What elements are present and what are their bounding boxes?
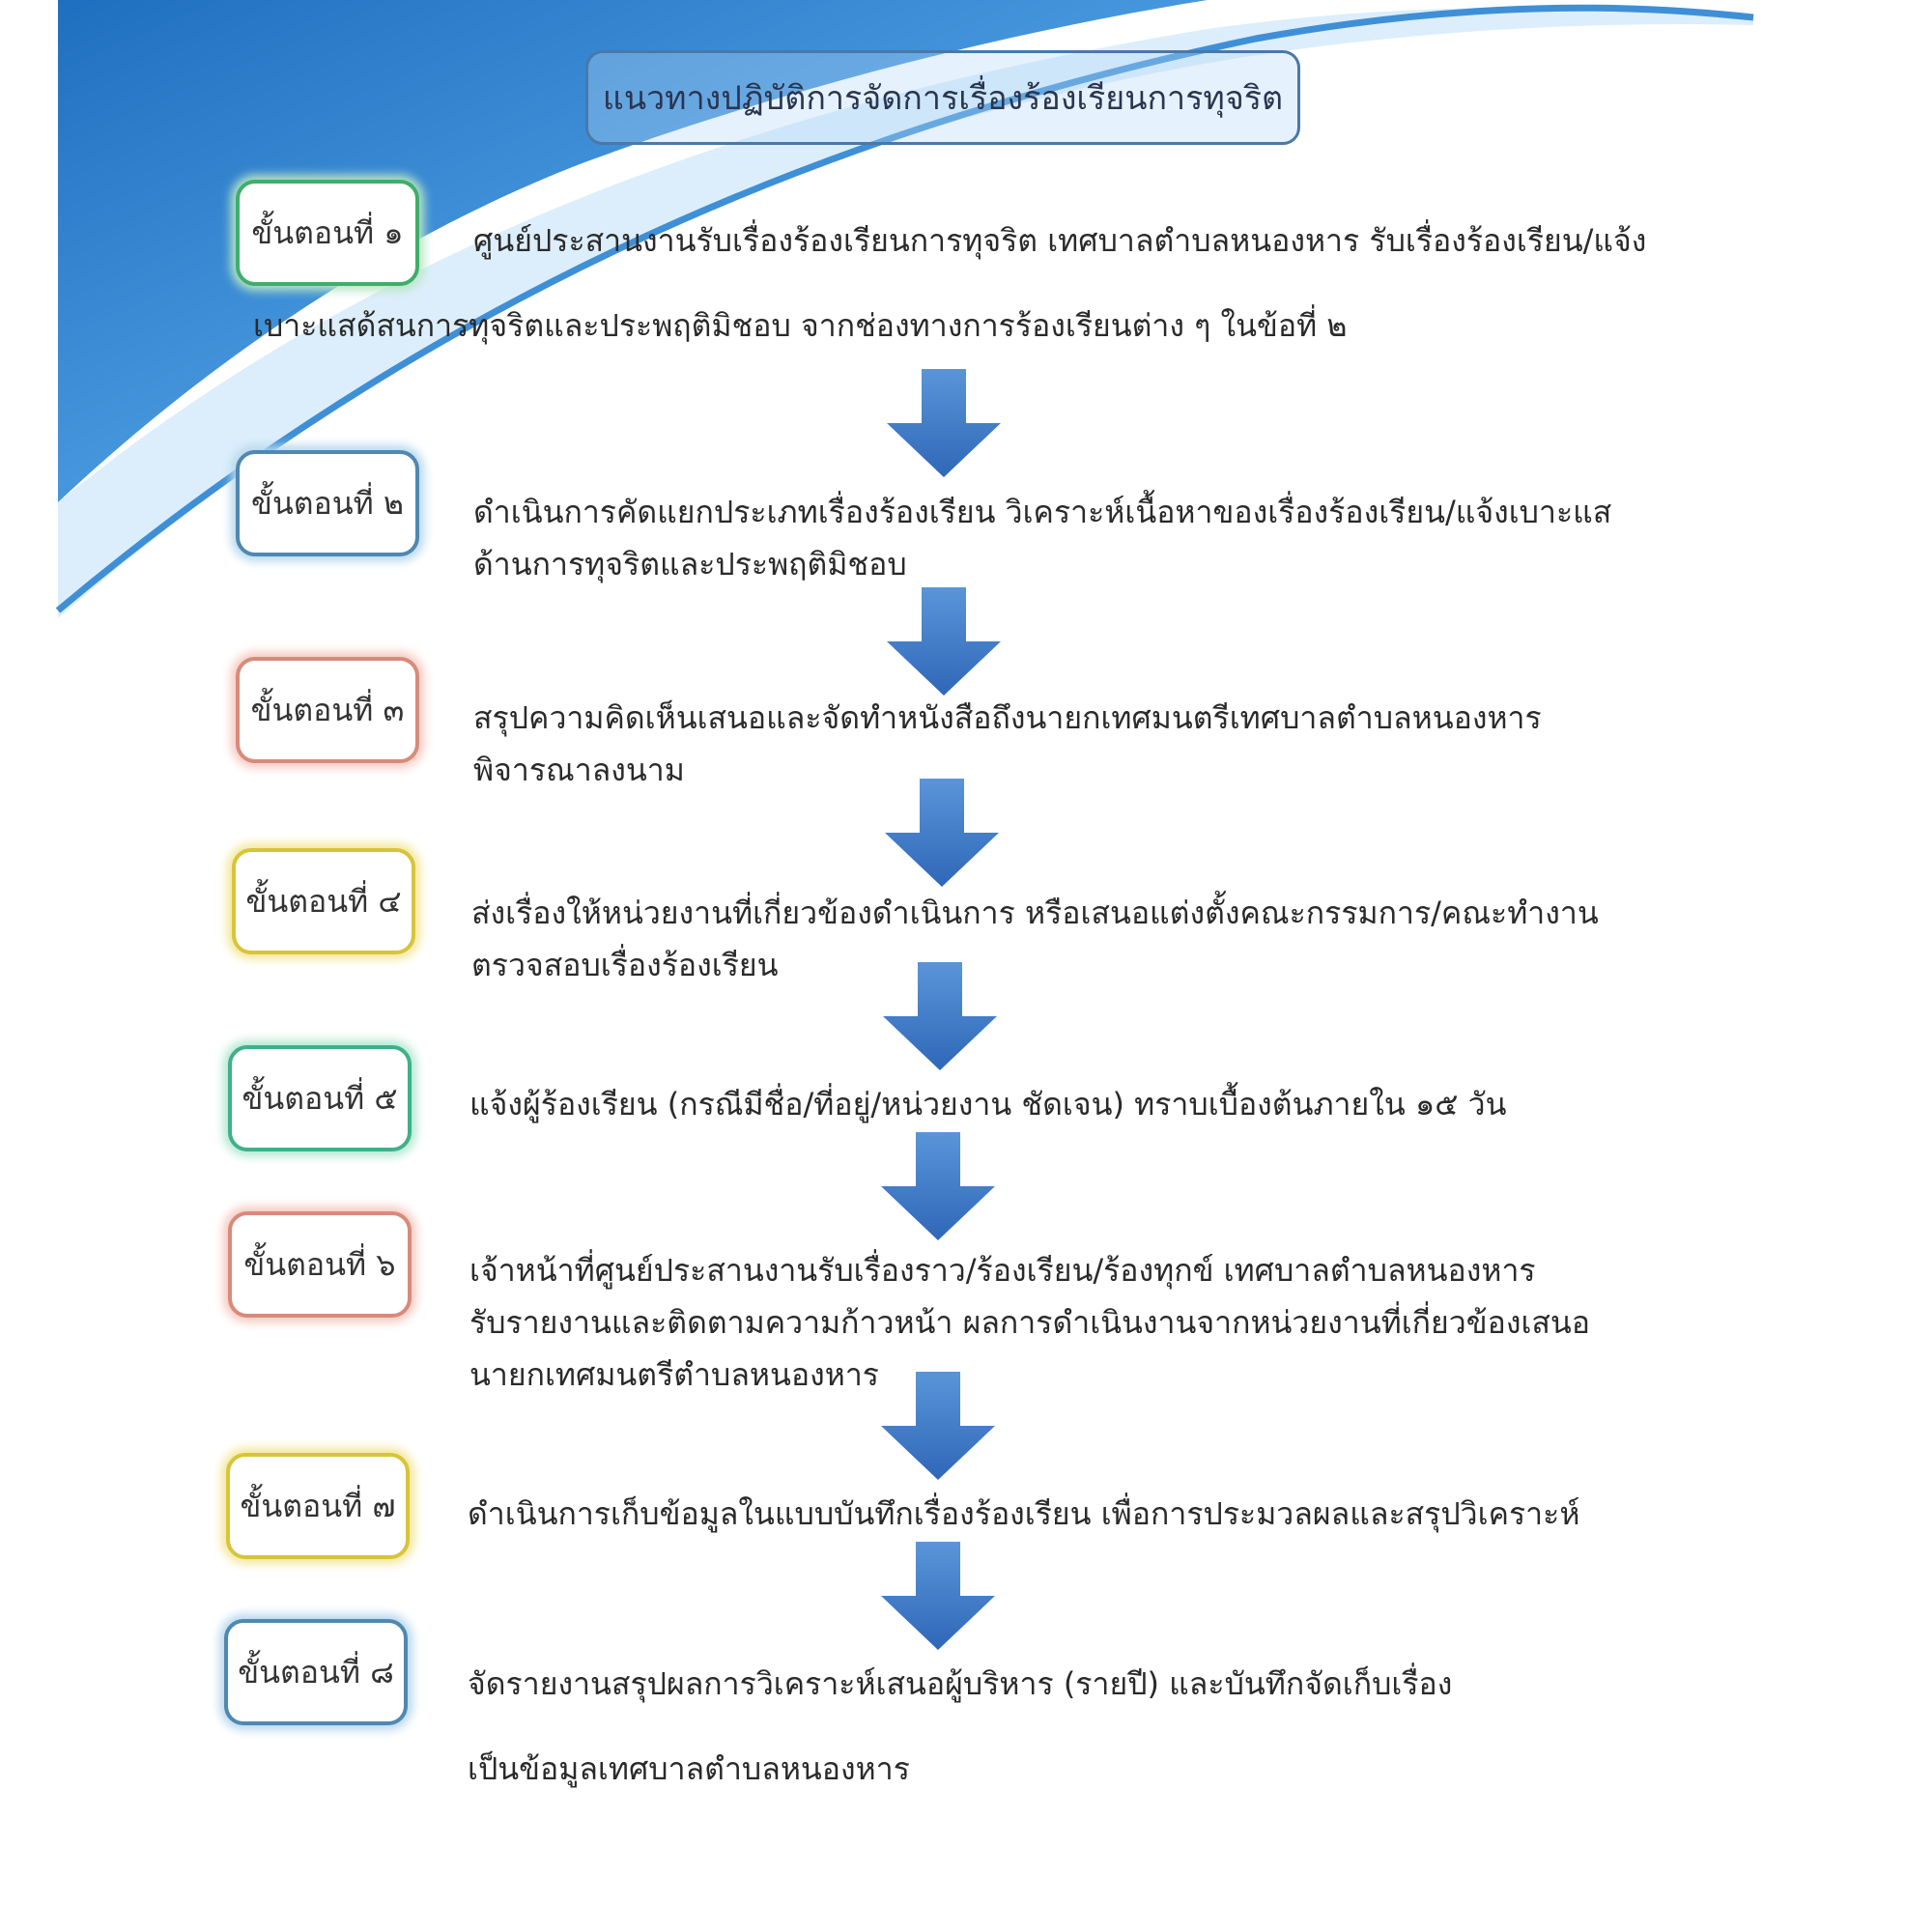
step-5-text: แจ้งผู้ร้องเรียน (กรณีมีชื่อ/ที่อยู่/หน่…: [469, 1078, 1506, 1130]
step-3-label: ขั้นตอนที่ ๓: [236, 657, 419, 763]
step-1-label: ขั้นตอนที่ ๑: [236, 180, 419, 286]
step-2-line-1: ดำเนินการคัดแยกประเภทเรื่องร้องเรียน วิเ…: [473, 494, 1612, 530]
step-7-text: ดำเนินการเก็บข้อมูลในแบบบันทึกเรื่องร้อง…: [468, 1488, 1579, 1540]
step-6-text: เจ้าหน้าที่ศูนย์ประสานงานรับเรื่องราว/ร้…: [469, 1244, 1590, 1401]
step-8-label: ขั้นตอนที่ ๘: [224, 1619, 408, 1725]
step-1-text: ศูนย์ประสานงานรับเรื่องร้องเรียนการทุจริ…: [473, 214, 1646, 267]
step-6-line-3: นายกเทศมนตรีตำบลหนองหาร: [469, 1356, 879, 1393]
step-2-line-2: ด้านการทุจริตและประพฤติมิชอบ: [473, 546, 907, 582]
step-5-line-1: แจ้งผู้ร้องเรียน (กรณีมีชื่อ/ที่อยู่/หน่…: [469, 1086, 1507, 1122]
page-title: แนวทางปฏิบัติการจัดการเรื่องร้องเรียนการ…: [585, 50, 1300, 145]
step-3-line-1: สรุปความคิดเห็นเสนอและจัดทำหนังสือถึงนาย…: [473, 699, 1542, 736]
step-6-label: ขั้นตอนที่ ๖: [228, 1211, 412, 1318]
step-8-line-2: เป็นข้อมูลเทศบาลตำบลหนองหาร: [468, 1750, 910, 1787]
step-6-line-2: รับรายงานและติดตามความก้าวหน้า ผลการดำเน…: [469, 1304, 1591, 1341]
step-8-line-1: จัดรายงานสรุปผลการวิเคราะห์เสนอผู้บริหาร…: [468, 1665, 1453, 1702]
step-1-line-1: ศูนย์ประสานงานรับเรื่องร้องเรียนการทุจริ…: [473, 222, 1647, 259]
step-6-line-1: เจ้าหน้าที่ศูนย์ประสานงานรับเรื่องราว/ร้…: [469, 1252, 1536, 1289]
step-8-text: จัดรายงานสรุปผลการวิเคราะห์เสนอผู้บริหาร…: [468, 1658, 1452, 1710]
step-2-text: ดำเนินการคัดแยกประเภทเรื่องร้องเรียน วิเ…: [473, 486, 1611, 590]
step-1-line-2: เบาะแสด้สนการทุจริตและประพฤติมิชอบ จากช่…: [253, 307, 1348, 344]
step-4-label: ขั้นตอนที่ ๔: [232, 848, 415, 954]
step-3-text: สรุปความคิดเห็นเสนอและจัดทำหนังสือถึงนาย…: [473, 692, 1542, 796]
step-3-line-2: พิจารณาลงนาม: [473, 752, 685, 788]
wave-line: [55, 4, 1754, 613]
step-8-text-cont: เป็นข้อมูลเทศบาลตำบลหนองหาร: [468, 1743, 910, 1795]
step-7-line-1: ดำเนินการเก็บข้อมูลในแบบบันทึกเรื่องร้อง…: [468, 1495, 1580, 1532]
step-7-label: ขั้นตอนที่ ๗: [226, 1453, 410, 1559]
step-4-line-1: ส่งเรื่องให้หน่วยงานที่เกี่ยวข้องดำเนินก…: [471, 895, 1599, 931]
down-arrow-7: [881, 1542, 995, 1650]
step-1-text-cont: เบาะแสด้สนการทุจริตและประพฤติมิชอบ จากช่…: [253, 299, 1347, 352]
down-arrow-2: [887, 587, 1001, 696]
down-arrow-5: [881, 1132, 995, 1240]
down-arrow-6: [881, 1372, 995, 1480]
down-arrow-3: [885, 779, 999, 887]
down-arrow-4: [883, 962, 997, 1070]
step-4-text: ส่งเรื่องให้หน่วยงานที่เกี่ยวข้องดำเนินก…: [471, 887, 1599, 991]
step-2-label: ขั้นตอนที่ ๒: [236, 450, 419, 556]
step-4-line-2: ตรวจสอบเรื่องร้องเรียน: [471, 947, 779, 983]
down-arrow-1: [887, 369, 1001, 477]
step-5-label: ขั้นตอนที่ ๕: [228, 1045, 412, 1151]
wave-shape: [58, 0, 1208, 502]
